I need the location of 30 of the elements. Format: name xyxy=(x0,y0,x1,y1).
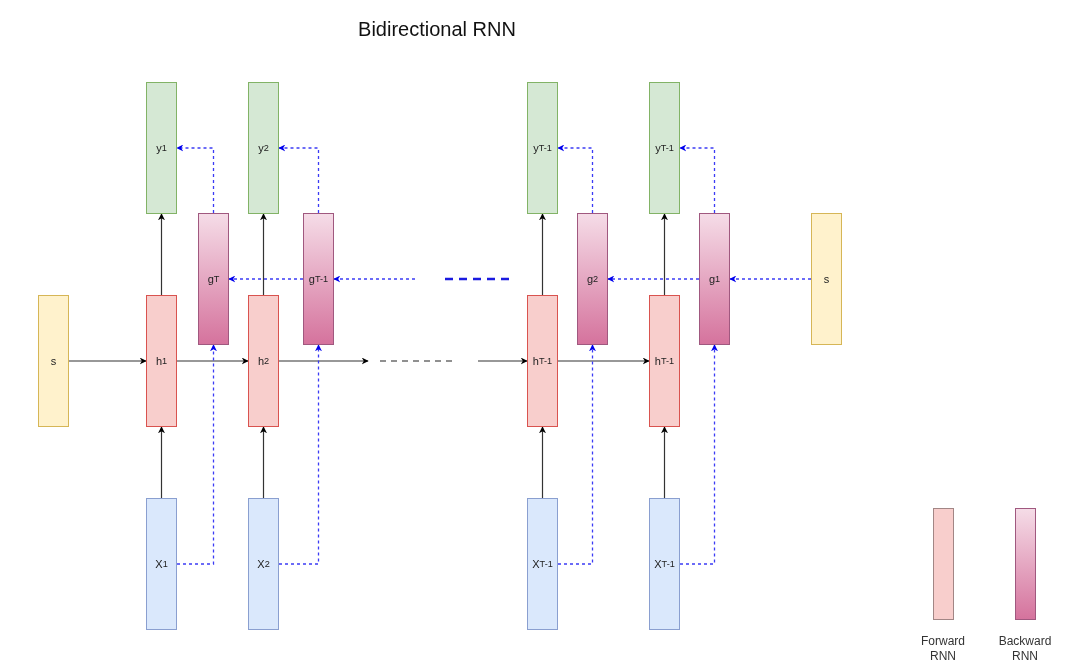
start-state-box: s xyxy=(38,295,69,427)
arrow xyxy=(68,357,147,365)
arrow xyxy=(176,144,215,214)
arrow xyxy=(477,357,528,365)
arrow xyxy=(176,357,249,365)
arrow xyxy=(176,344,217,565)
arrow xyxy=(539,213,546,296)
legend-label: Backward RNN xyxy=(997,634,1053,664)
arrow xyxy=(158,426,165,499)
arrow xyxy=(278,144,320,214)
arrow xyxy=(278,357,369,365)
arrow xyxy=(278,344,322,565)
arrow xyxy=(333,275,416,283)
arrow xyxy=(679,144,716,214)
arrow xyxy=(260,213,267,296)
arrow xyxy=(729,275,812,283)
start-state-box: s xyxy=(811,213,842,345)
arrow xyxy=(607,275,700,283)
arrow xyxy=(260,426,267,499)
title: Bidirectional RNN xyxy=(357,18,517,41)
legend-label: Forward RNN xyxy=(920,634,966,664)
arrow xyxy=(661,426,668,499)
arrow xyxy=(158,213,165,296)
arrow xyxy=(679,344,718,565)
arrow xyxy=(539,426,546,499)
arrow xyxy=(661,213,668,296)
arrow xyxy=(228,275,304,283)
arrow xyxy=(557,357,650,365)
arrow xyxy=(557,344,596,565)
arrow xyxy=(557,144,594,214)
